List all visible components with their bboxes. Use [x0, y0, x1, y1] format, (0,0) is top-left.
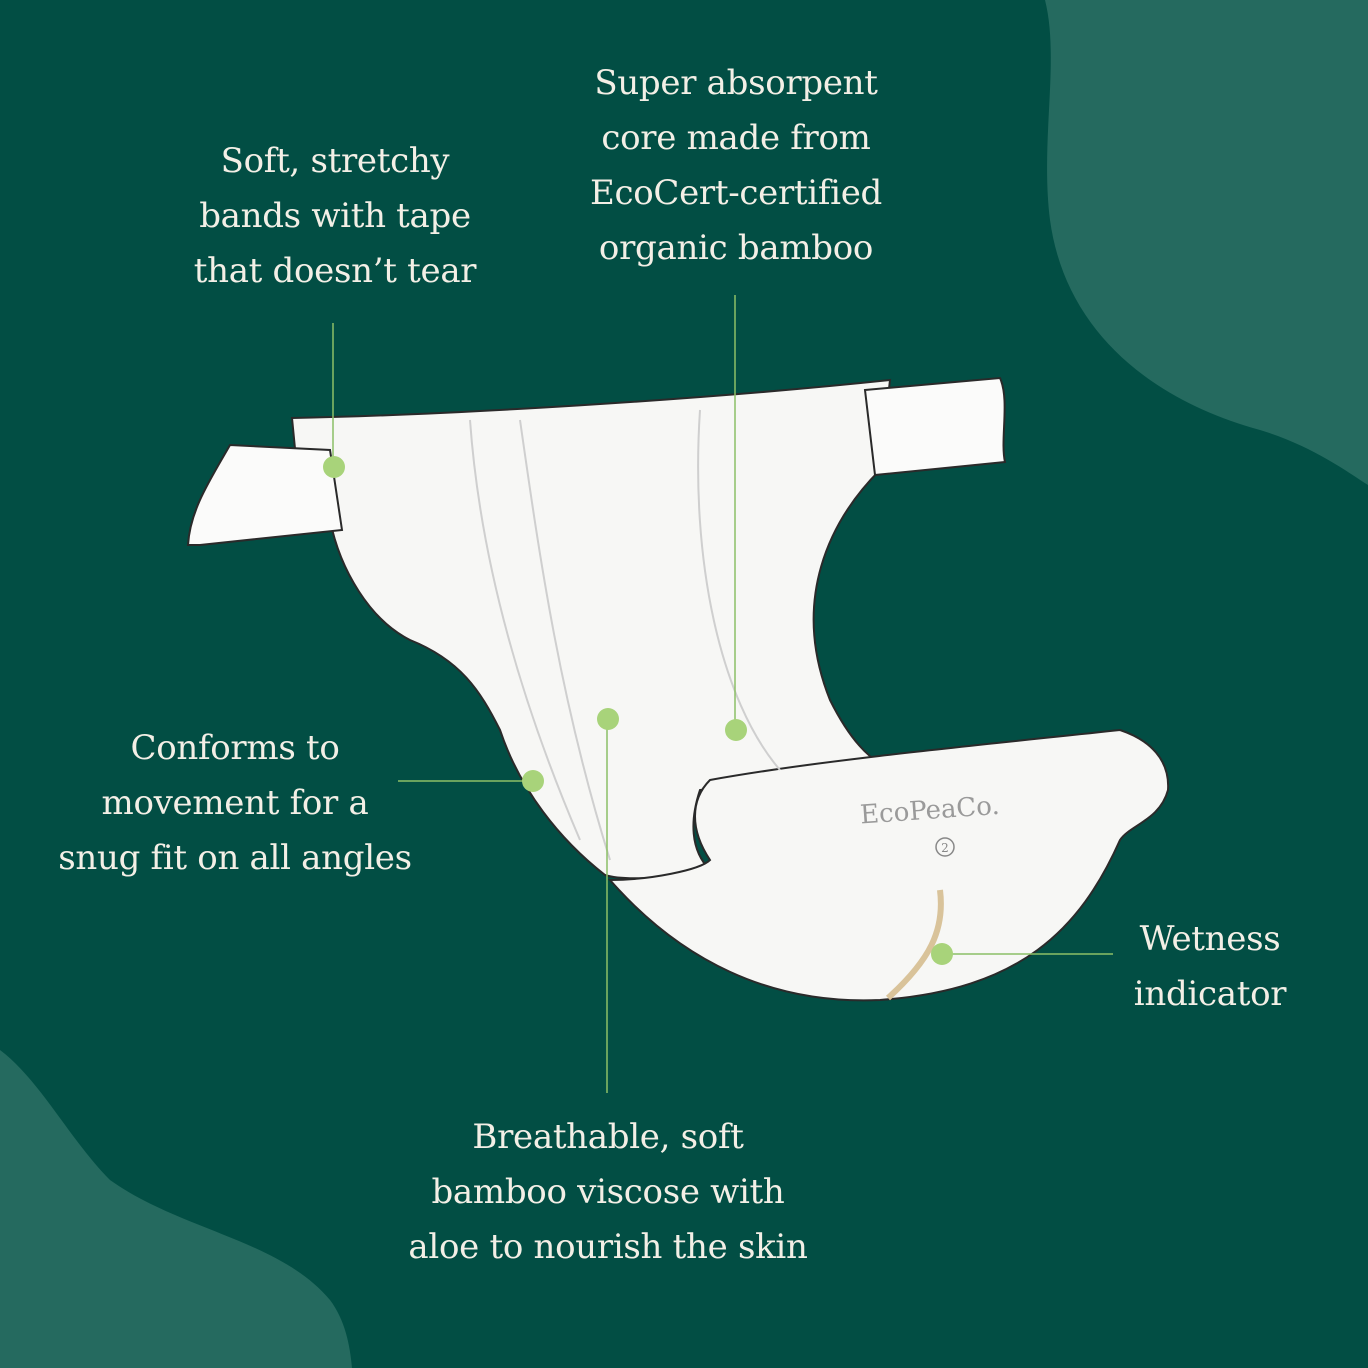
wetness-dot: [931, 943, 953, 965]
wetness-indicator-strip: [885, 889, 944, 1001]
diaper-body: [186, 376, 1170, 1002]
absorbent-core: [469, 409, 781, 861]
breathable-dot: [597, 708, 619, 730]
callout-wetness: Wetness indicator: [1133, 919, 1287, 1014]
top-right-blob: [1045, 0, 1368, 485]
size-mark: 2: [941, 841, 949, 855]
callout-breathable: Breathable, soft bamboo viscose with alo…: [408, 1117, 808, 1267]
callout-lines: [332, 295, 1113, 1093]
callout-bands: Soft, stretchy bands with tape that does…: [193, 141, 477, 291]
bottom-left-blob: [0, 1050, 352, 1368]
callout-core: Super absorpent core made from EcoCert-c…: [589, 63, 883, 268]
callout-dots: [323, 456, 953, 965]
conforms-dot: [522, 770, 544, 792]
size-mark-circle: [935, 837, 955, 857]
callout-conforms: Conforms to movement for a snug fit on a…: [58, 728, 412, 878]
bands-dot: [323, 456, 345, 478]
core-dot: [725, 719, 747, 741]
